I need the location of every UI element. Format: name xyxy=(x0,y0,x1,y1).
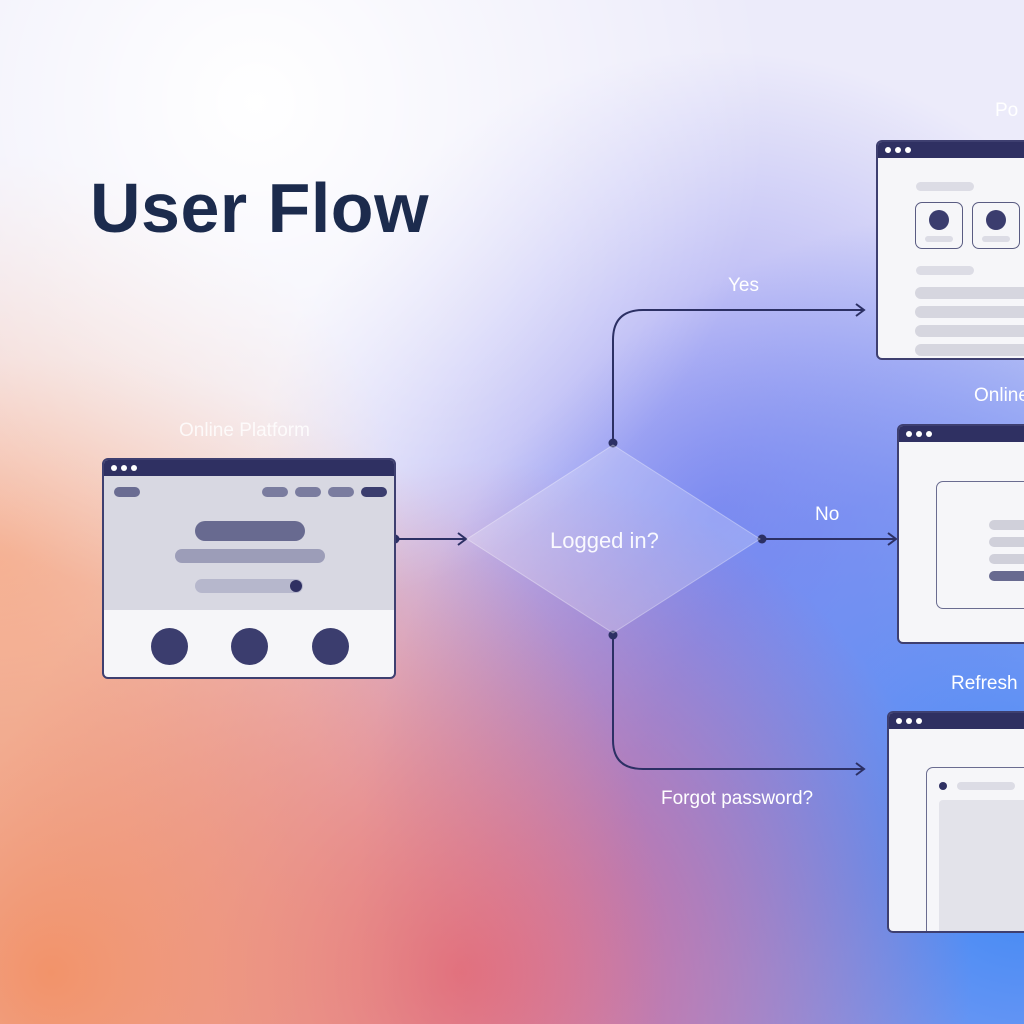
window-dot-icon xyxy=(916,431,922,437)
nav-item-placeholder xyxy=(328,487,354,497)
window-titlebar xyxy=(899,426,1024,442)
window-titlebar xyxy=(104,460,394,476)
feature-circle xyxy=(151,628,188,665)
edge-label-yes: Yes xyxy=(728,275,759,296)
name-placeholder xyxy=(982,236,1010,242)
edge-label-no: No xyxy=(815,504,840,525)
nav-item-placeholder xyxy=(361,487,387,497)
hero-input-placeholder xyxy=(195,579,303,593)
window-dot-icon xyxy=(905,147,911,153)
avatar xyxy=(929,210,949,230)
node-label-online-platform: Online Platform xyxy=(179,420,310,441)
heading-placeholder xyxy=(916,182,974,191)
login-card xyxy=(936,481,1024,609)
heading-placeholder xyxy=(957,782,1015,790)
form-line-placeholder xyxy=(989,554,1024,564)
window-dot-icon xyxy=(906,718,912,724)
bottom-right-window xyxy=(887,711,1024,933)
content-area xyxy=(939,800,1024,931)
node-label-top-right: Po xyxy=(995,100,1019,121)
page-title: User Flow xyxy=(90,169,430,247)
profile-card xyxy=(972,202,1020,249)
window-dot-icon xyxy=(926,431,932,437)
avatar xyxy=(986,210,1006,230)
nav-logo-placeholder xyxy=(114,487,140,497)
window-titlebar xyxy=(878,142,1024,158)
login-button-placeholder xyxy=(989,571,1024,581)
window-titlebar xyxy=(889,713,1024,729)
form-line-placeholder xyxy=(989,520,1024,530)
window-dot-icon xyxy=(906,431,912,437)
nav-item-placeholder xyxy=(262,487,288,497)
form-line-placeholder xyxy=(989,537,1024,547)
name-placeholder xyxy=(925,236,953,242)
window-dot-icon xyxy=(916,718,922,724)
nav-item-placeholder xyxy=(295,487,321,497)
subheading-placeholder xyxy=(916,266,974,275)
online-platform-window xyxy=(102,458,396,679)
top-right-window xyxy=(876,140,1024,360)
window-dot-icon xyxy=(896,718,902,724)
profile-card xyxy=(915,202,963,249)
window-dot-icon xyxy=(895,147,901,153)
middle-right-window xyxy=(897,424,1024,644)
reset-card xyxy=(926,767,1024,931)
text-line-placeholder xyxy=(915,287,1024,299)
feature-circle xyxy=(312,628,349,665)
input-dot-icon xyxy=(290,580,302,592)
node-label-middle-right: Online xyxy=(974,385,1024,406)
window-dot-icon xyxy=(121,465,127,471)
status-dot-icon xyxy=(939,782,947,790)
decision-label: Logged in? xyxy=(550,528,659,553)
hero-heading-placeholder xyxy=(195,521,305,541)
window-dot-icon xyxy=(131,465,137,471)
hero-subheading-placeholder xyxy=(175,549,325,563)
text-line-placeholder xyxy=(915,325,1024,337)
window-dot-icon xyxy=(111,465,117,471)
hero-section xyxy=(104,476,394,610)
edge-label-forgot: Forgot password? xyxy=(661,788,814,809)
window-dot-icon xyxy=(885,147,891,153)
node-label-bottom-right: Refresh xyxy=(951,673,1018,694)
feature-circle xyxy=(231,628,268,665)
text-line-placeholder xyxy=(915,306,1024,318)
text-line-placeholder xyxy=(915,344,1024,356)
